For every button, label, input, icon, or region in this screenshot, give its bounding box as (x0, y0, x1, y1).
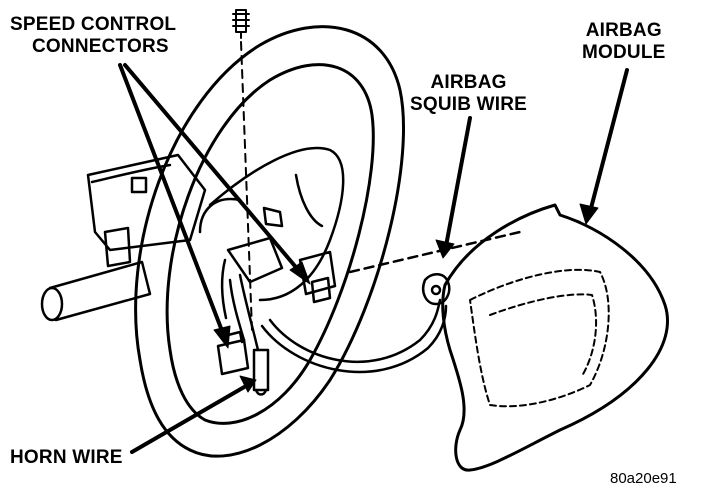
mounting-bolt (232, 9, 253, 331)
turn-signal-stalk (40, 260, 152, 322)
speed-control-label-line-1: SPEED CONTROL (10, 14, 177, 35)
horn-wire-label: HORN WIRE (10, 447, 123, 468)
airbag-squib-wire-label: AIRBAG SQUIB WIRE (410, 72, 527, 116)
figure-code: 80a20e91 (610, 470, 677, 487)
steering-wheel-rim (134, 25, 405, 458)
airbag-module-label: AIRBAG MODULE (582, 20, 666, 64)
steering-wheel-hub (198, 146, 345, 302)
steering-column-shroud (86, 153, 207, 268)
airbag-squib-label-line-1: AIRBAG (430, 72, 507, 93)
airbag-module-label-line-1: AIRBAG (585, 20, 662, 41)
horn-wire (220, 258, 270, 396)
speed-control-connectors-label: SPEED CONTROL CONNECTORS (10, 14, 176, 58)
airbag-squib-wire (260, 230, 522, 374)
speed-control-connector-upper (298, 250, 337, 304)
airbag-squib-label-line-2: SQUIB WIRE (410, 94, 528, 115)
airbag-module (441, 203, 669, 472)
leader-arrows (118, 63, 629, 454)
speed-control-label-line-2: CONNECTORS (32, 36, 169, 57)
airbag-module-label-line-2: MODULE (582, 42, 666, 63)
